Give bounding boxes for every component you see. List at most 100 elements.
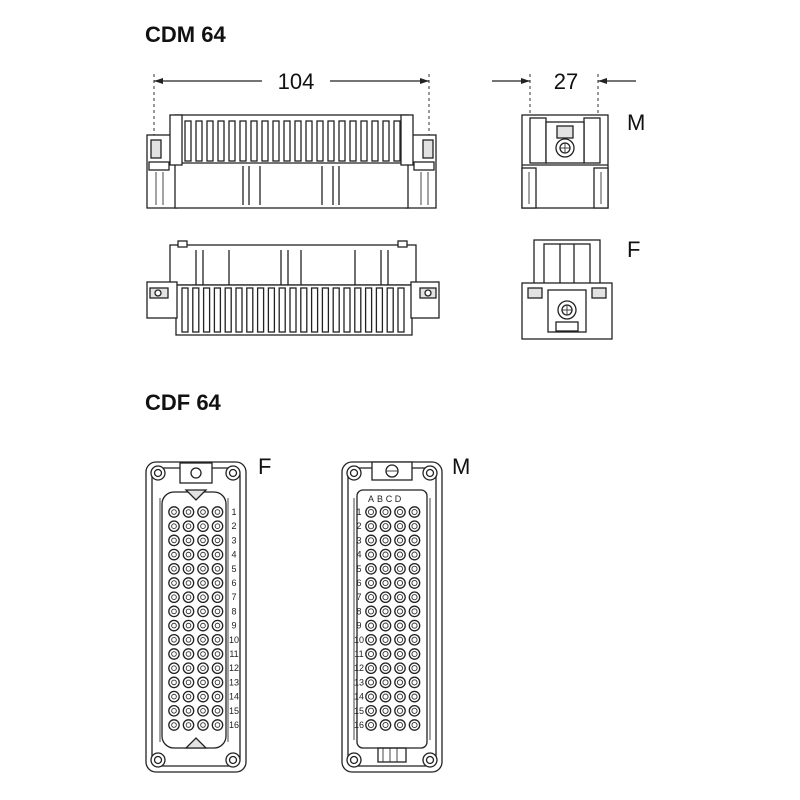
contact-B5 bbox=[379, 562, 392, 575]
row-number: 11 bbox=[354, 649, 363, 659]
row-number: 15 bbox=[229, 706, 239, 716]
contact-D2 bbox=[408, 520, 421, 533]
rib bbox=[289, 287, 297, 333]
contact-hole bbox=[382, 565, 389, 572]
contact-hole bbox=[367, 707, 375, 714]
contact-B16 bbox=[182, 719, 195, 731]
contact-hole bbox=[396, 594, 404, 601]
contact-hole bbox=[185, 665, 192, 671]
contact-hole bbox=[214, 679, 221, 686]
contact-hole bbox=[200, 665, 206, 671]
contact-hole bbox=[367, 579, 375, 587]
rib bbox=[256, 287, 265, 333]
contact-hole bbox=[382, 551, 389, 558]
contact-C1 bbox=[394, 506, 406, 518]
contact-D10 bbox=[211, 633, 224, 646]
female-cooling-ribs bbox=[181, 287, 405, 333]
contact-hole bbox=[214, 722, 221, 728]
contact-hole bbox=[396, 622, 404, 629]
contact-hole bbox=[396, 508, 404, 516]
contact-A9 bbox=[365, 619, 377, 632]
contact-hole bbox=[382, 693, 389, 700]
contact-C8 bbox=[394, 605, 406, 618]
contact-hole bbox=[367, 693, 375, 700]
contact-C6 bbox=[197, 577, 209, 589]
contact-C15 bbox=[394, 704, 406, 717]
contact-D13 bbox=[211, 676, 224, 689]
contact-B12 bbox=[182, 662, 195, 675]
contact-A6 bbox=[168, 577, 180, 589]
contact-B11 bbox=[182, 648, 195, 660]
contact-D5 bbox=[211, 562, 224, 575]
contact-hole bbox=[382, 650, 389, 658]
male-end-view: M bbox=[521, 110, 645, 209]
contact-D3 bbox=[408, 534, 421, 547]
contact-hole bbox=[200, 679, 206, 686]
contact-D11 bbox=[211, 648, 224, 660]
rib bbox=[375, 287, 384, 333]
contact-C10 bbox=[197, 633, 209, 646]
contact-D16 bbox=[408, 719, 421, 731]
rib bbox=[310, 287, 319, 333]
row-number: 13 bbox=[354, 677, 364, 687]
rib bbox=[364, 287, 373, 333]
contact-B15 bbox=[182, 704, 195, 717]
contact-hole bbox=[411, 636, 418, 643]
rib bbox=[321, 287, 330, 333]
contact-hole bbox=[171, 622, 177, 629]
row-number: 2 bbox=[231, 521, 236, 531]
contact-B2 bbox=[182, 520, 195, 533]
contact-B1 bbox=[182, 506, 195, 518]
rib bbox=[195, 120, 203, 162]
rib bbox=[343, 287, 351, 333]
contact-C11 bbox=[197, 648, 209, 660]
contact-C9 bbox=[197, 619, 209, 632]
contact-B8 bbox=[182, 605, 195, 618]
contact-hole bbox=[382, 537, 389, 544]
contact-D14 bbox=[211, 690, 224, 703]
row-number: 10 bbox=[354, 635, 364, 645]
contact-hole bbox=[396, 650, 404, 658]
row-number: 1 bbox=[356, 507, 361, 517]
contact-D13 bbox=[408, 676, 421, 689]
contact-C4 bbox=[197, 548, 209, 561]
contact-C15 bbox=[197, 704, 209, 717]
contact-A4 bbox=[168, 548, 180, 561]
contact-hole bbox=[200, 637, 206, 643]
contact-C16 bbox=[197, 719, 209, 731]
contact-A5 bbox=[365, 562, 377, 575]
contact-hole bbox=[411, 679, 418, 686]
contact-A8 bbox=[365, 605, 377, 618]
contact-A14 bbox=[365, 690, 377, 703]
female-face-label: F bbox=[258, 454, 271, 479]
contact-hole bbox=[200, 580, 206, 586]
row-number: 8 bbox=[231, 606, 236, 616]
contact-D14 bbox=[408, 690, 421, 703]
row-number: 6 bbox=[356, 578, 361, 588]
contact-hole bbox=[214, 566, 221, 572]
row-number: 11 bbox=[229, 649, 238, 659]
rib bbox=[246, 287, 254, 333]
rib bbox=[213, 287, 222, 333]
contact-hole bbox=[185, 509, 192, 515]
contact-hole bbox=[411, 565, 418, 572]
contact-hole bbox=[411, 523, 418, 530]
contact-hole bbox=[367, 650, 375, 658]
contact-C4 bbox=[394, 548, 406, 561]
rib bbox=[294, 120, 302, 162]
contact-hole bbox=[382, 707, 389, 714]
contact-hole bbox=[411, 665, 418, 672]
contact-B8 bbox=[379, 605, 392, 618]
row-number: 3 bbox=[231, 535, 236, 545]
contact-C1 bbox=[197, 506, 209, 518]
contact-hole bbox=[382, 579, 389, 587]
contact-hole bbox=[185, 722, 192, 728]
contact-hole bbox=[214, 509, 221, 515]
contact-hole bbox=[214, 594, 221, 600]
row-number: 5 bbox=[231, 564, 236, 574]
rib bbox=[250, 120, 258, 162]
rib bbox=[360, 120, 368, 162]
contact-D4 bbox=[211, 548, 224, 561]
contact-B11 bbox=[379, 648, 392, 660]
